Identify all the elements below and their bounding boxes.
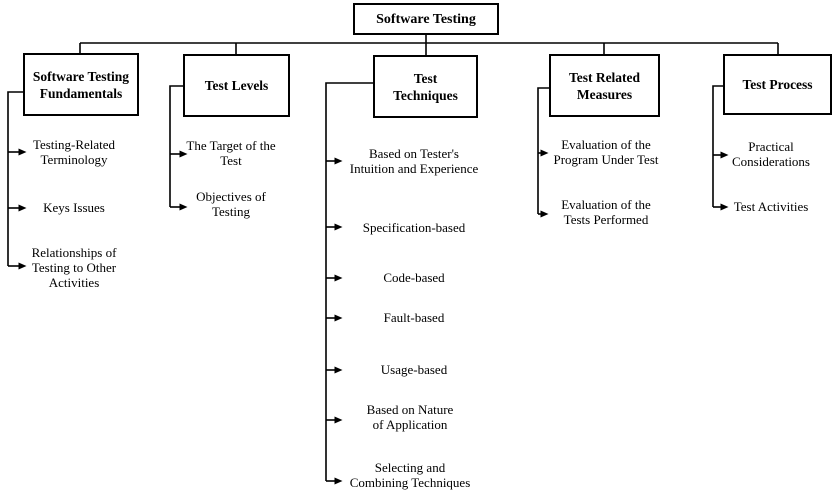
leaf-target-of-the-test: The Target of the Test	[186, 138, 276, 168]
test-related-measures-branch-connectors	[537, 87, 549, 218]
leaf-objectives-of-testing: Objectives of Testing	[196, 189, 266, 219]
leaf-selecting-and-combining-techniques: Selecting and Combining Techniques	[349, 460, 471, 490]
fundamentals-branch-connectors	[7, 91, 27, 270]
leaf-keys-issues: Keys Issues	[43, 200, 105, 215]
test-levels-branch-connectors	[169, 85, 188, 211]
leaf-fault-based: Fault-based	[383, 310, 445, 325]
branch-box-software-testing-fundamentals: Software Testing Fundamentals	[23, 53, 139, 116]
test-techniques-branch-connectors	[325, 82, 373, 485]
branch-box-test-levels: Test Levels	[183, 54, 290, 117]
leaf-code-based: Code-based	[383, 270, 445, 285]
leaf-relationships-of-testing: Relationships of Testing to Other Activi…	[31, 245, 117, 290]
root-node-software-testing: Software Testing	[353, 3, 499, 35]
test-process-branch-connectors	[712, 85, 729, 211]
branch-box-test-techniques: Test Techniques	[373, 55, 478, 118]
leaf-based-on-testers-intuition: Based on Tester's Intuition and Experien…	[349, 146, 479, 176]
branch-spine-line	[7, 91, 23, 266]
leaf-evaluation-of-tests-performed: Evaluation of the Tests Performed	[561, 197, 651, 227]
branch-box-test-related-measures: Test Related Measures	[549, 54, 660, 117]
leaf-usage-based: Usage-based	[380, 362, 448, 377]
branch-spine-line	[712, 85, 723, 207]
branch-box-test-process: Test Process	[723, 54, 832, 115]
branch-spine-line	[537, 87, 549, 214]
top-level-connectors	[79, 35, 779, 55]
leaf-testing-related-terminology: Testing-Related Terminology	[32, 137, 116, 167]
leaf-practical-considerations: Practical Considerations	[732, 139, 810, 169]
branch-spine-line	[169, 85, 183, 207]
leaf-test-activities: Test Activities	[733, 199, 809, 214]
leaf-evaluation-of-program-under-test: Evaluation of the Program Under Test	[553, 137, 659, 167]
leaf-specification-based: Specification-based	[362, 220, 466, 235]
branch-spine-line	[325, 82, 373, 481]
leaf-based-on-nature-of-application: Based on Nature of Application	[366, 402, 454, 432]
